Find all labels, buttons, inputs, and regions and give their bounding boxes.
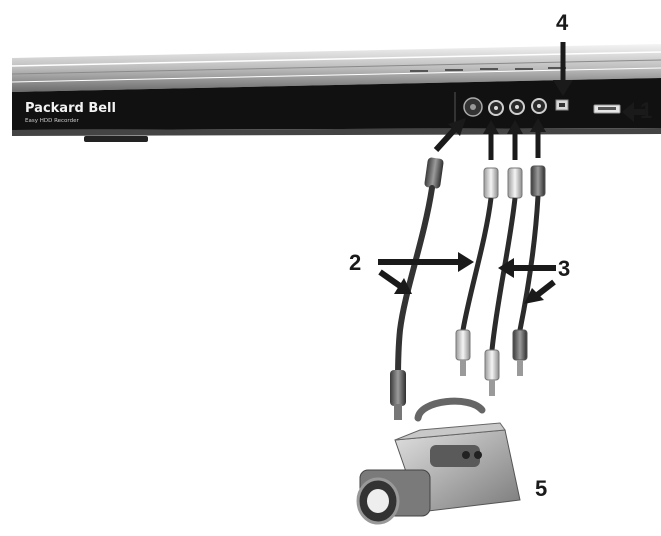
s-video-plug-bottom	[390, 370, 406, 406]
camcorder-input-jack	[474, 451, 482, 459]
arrow-2-down-head	[394, 278, 412, 294]
video-rca-cable	[455, 167, 499, 376]
hdd-recorder: Packard Bell Easy HDD Recorder	[11, 44, 661, 142]
callout-2: 2	[349, 250, 361, 275]
arrow-audio-left-up-head	[507, 120, 523, 134]
audio-left-plug-bottom	[484, 349, 500, 381]
callout-5: 5	[535, 476, 547, 501]
arrow-s-video-head	[448, 118, 466, 136]
firewire-port-slot	[559, 103, 565, 107]
callout-3: 3	[558, 256, 570, 281]
recorder-button	[410, 70, 428, 72]
recorder-button	[515, 68, 533, 70]
recorder-button	[480, 68, 498, 70]
arrow-4-head	[553, 80, 573, 96]
audio-right-rca-port-pin	[537, 104, 541, 108]
callout-arrows	[378, 42, 645, 304]
audio-left-rca-port-pin	[515, 105, 519, 109]
camcorder-handle	[414, 397, 486, 422]
brand-logo: Packard Bell	[25, 101, 116, 116]
arrow-3-down	[534, 279, 556, 299]
arrow-2-right-head	[458, 252, 474, 272]
audio-right-rca-cable	[512, 165, 546, 376]
s-video-cable	[390, 157, 444, 420]
arrow-1-head	[622, 102, 634, 122]
recorder-front-panel	[12, 78, 661, 130]
camcorder-lens-glass	[367, 489, 389, 513]
audio-right-wire	[517, 195, 541, 331]
recorder-button	[548, 67, 566, 69]
video-rca-plug-top	[483, 167, 499, 199]
recorder-button	[445, 69, 463, 71]
video-rca-wire	[460, 197, 494, 331]
recorder-highlight-line	[11, 67, 661, 83]
arrow-3-left-head	[498, 258, 514, 278]
recorder-groove-line	[11, 59, 661, 75]
audio-left-rca-cable	[484, 167, 523, 396]
arrow-video-up-head	[483, 120, 499, 134]
callout-4: 4	[556, 10, 569, 35]
cables	[390, 157, 546, 420]
audio-right-plug-top	[530, 165, 546, 197]
camcorder-viewfinder	[430, 445, 480, 467]
audio-left-wire	[489, 197, 518, 351]
arrow-audio-right-up-head	[530, 118, 546, 132]
usb-port-slot	[598, 107, 616, 110]
front-connectors	[463, 97, 621, 117]
arrow-2-down	[378, 269, 402, 289]
s-video-port-center	[470, 104, 476, 110]
s-video-plug-tip	[394, 404, 402, 420]
recorder-highlight-line	[11, 51, 661, 67]
s-video-plug-top	[424, 157, 444, 189]
video-rca-plug-tip	[460, 360, 466, 376]
recorder-buttons	[410, 67, 566, 72]
audio-left-plug-tip	[489, 380, 495, 396]
audio-right-plug-bottom	[512, 329, 528, 361]
s-video-wire	[395, 185, 435, 383]
callout-1: 1	[640, 98, 652, 123]
model-label: Easy HDD Recorder	[25, 118, 79, 124]
recorder-foot	[84, 136, 148, 142]
arrow-3-down-head	[524, 288, 544, 304]
arrow-s-video	[433, 125, 459, 153]
video-rca-port-pin	[494, 106, 498, 110]
audio-left-plug-top	[507, 167, 523, 199]
camcorder-top	[394, 422, 506, 441]
camcorder	[356, 397, 521, 525]
camcorder-input-jack	[462, 451, 470, 459]
audio-right-plug-tip	[517, 360, 523, 376]
video-rca-plug-bottom	[455, 329, 471, 361]
